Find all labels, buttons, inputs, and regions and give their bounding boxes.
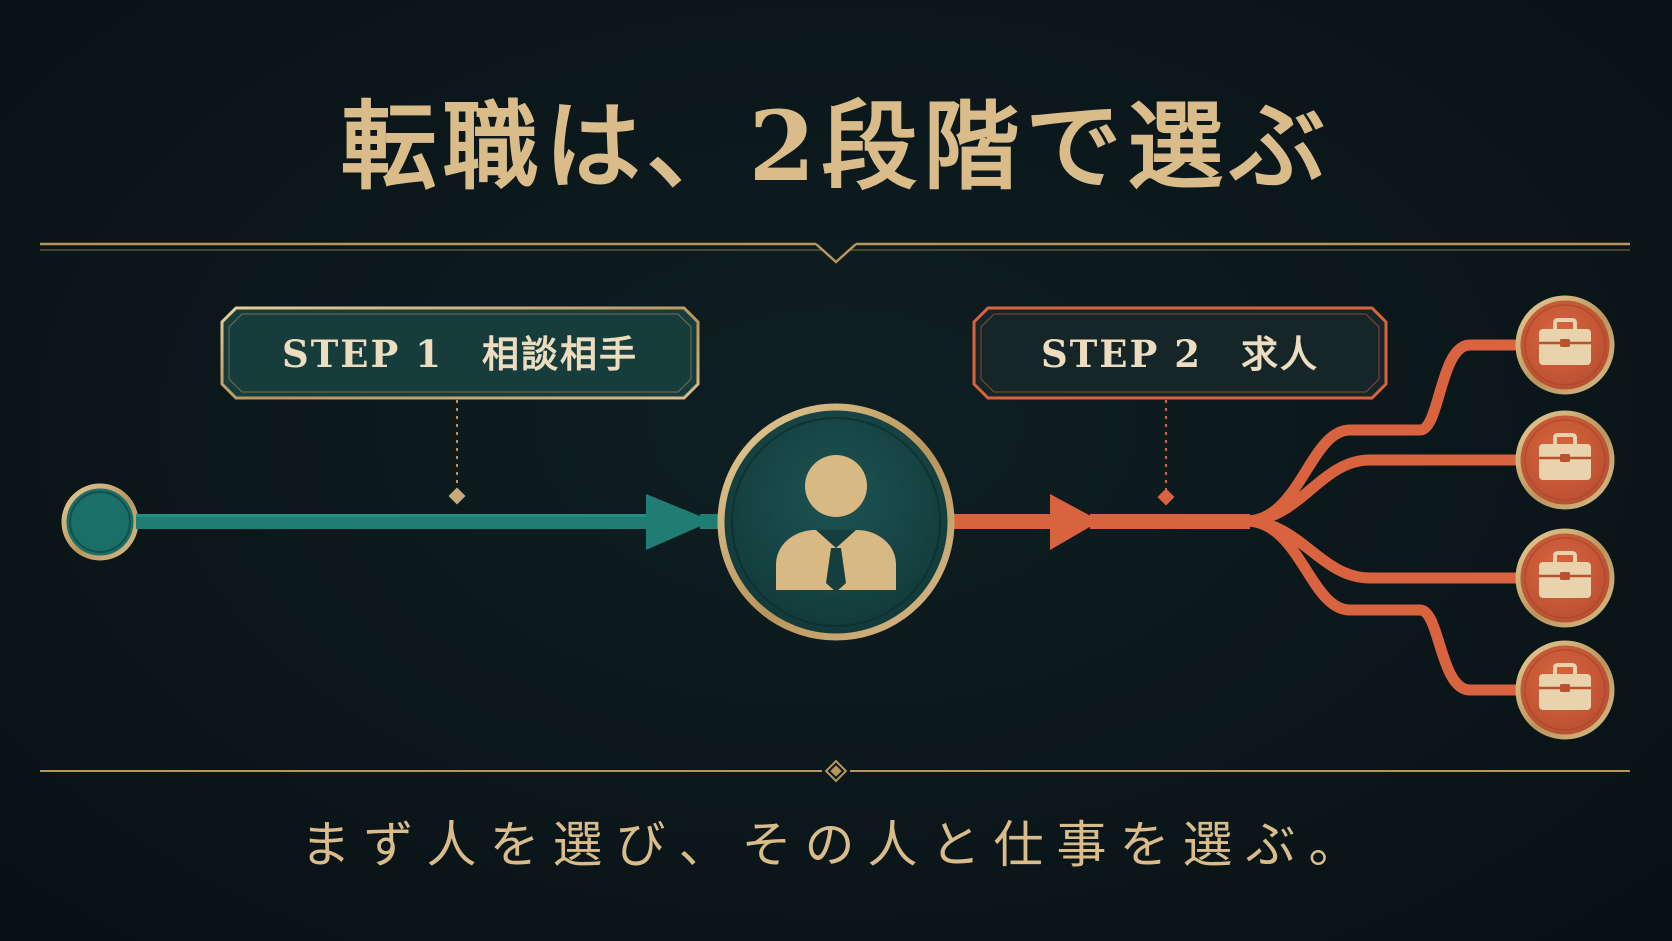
step2-label: STEP 2 求人 [1041, 332, 1319, 376]
start-node [61, 483, 139, 561]
job-branches [1240, 339, 1522, 696]
step1-arrow [136, 494, 726, 550]
advisor-node [717, 403, 955, 641]
step2-label-box: STEP 2 求人 [972, 306, 1388, 400]
briefcase-icon [1539, 433, 1591, 480]
page-subtitle: まず人を選び、その人と仕事を選ぶ。 [301, 816, 1372, 874]
briefcase-icon [1539, 318, 1591, 365]
job-node [1515, 640, 1615, 740]
page-title: 転職は、2段階で選ぶ [341, 90, 1332, 203]
briefcase-icon [1539, 663, 1591, 710]
top-divider [40, 242, 1630, 264]
step1-label-box: STEP 1 相談相手 [220, 306, 700, 400]
job-node [1515, 295, 1615, 395]
step2-arrow [944, 494, 1250, 550]
job-node [1515, 410, 1615, 510]
step1-label: STEP 1 相談相手 [282, 332, 638, 376]
bottom-divider [40, 759, 1630, 783]
step2-marker [1157, 488, 1175, 506]
person-icon [776, 455, 896, 592]
step1-marker [448, 487, 466, 505]
job-node [1515, 528, 1615, 628]
briefcase-icon [1539, 551, 1591, 598]
